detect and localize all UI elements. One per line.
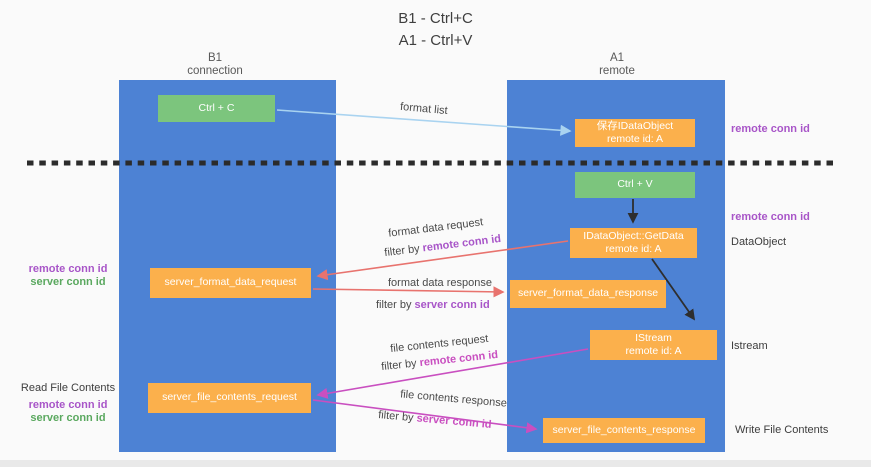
side-label-read-file-contents: Read File Contents — [20, 382, 116, 394]
label-format-list: format list — [399, 100, 449, 118]
side-label-dataobject: DataObject — [731, 236, 787, 248]
save-idataobject-line2: remote id: A — [606, 133, 664, 145]
box-ctrl-c: Ctrl + C — [158, 95, 275, 122]
left-conn-id-block-file: remote conn id server conn id — [22, 399, 114, 425]
arrow-format-data-response — [312, 286, 505, 298]
lane-b1-subtitle: connection — [187, 65, 243, 78]
box-server-format-data-request: server_format_data_request — [150, 268, 311, 298]
remote-conn-id-emphasis: remote conn id — [418, 348, 499, 370]
getdata-line2: remote id: A — [605, 243, 662, 255]
label-filter-server-conn-id-file: filter by server conn id — [378, 409, 492, 431]
box-save-idataobject: 保存IDataObject remote id: A — [575, 119, 695, 147]
label-format-data-response: format data response — [388, 277, 492, 289]
ctrl-c-label: Ctrl + C — [198, 101, 235, 114]
left-remote-conn-id-2: remote conn id — [28, 399, 108, 411]
filter-by-text: filter by — [376, 299, 415, 311]
diagram-title: B1 - Ctrl+C A1 - Ctrl+V — [0, 8, 871, 52]
side-label-remote-conn-id-mid: remote conn id — [731, 211, 810, 223]
title-line-2: A1 - Ctrl+V — [398, 31, 473, 49]
filter-by-text: filter by — [380, 357, 421, 374]
server-file-contents-request-label: server_file_contents_request — [162, 391, 297, 404]
ctrl-v-label: Ctrl + V — [617, 178, 653, 191]
filter-by-text: filter by — [383, 242, 424, 260]
lane-header-b1: B1 connection — [155, 52, 275, 78]
left-server-conn-id-1: server conn id — [30, 276, 106, 289]
title-line-1: B1 - Ctrl+C — [398, 10, 473, 27]
label-filter-server-conn-id-format: filter by server conn id — [376, 299, 490, 311]
box-server-format-data-response: server_format_data_response — [510, 280, 666, 308]
getdata-line1: IDataObject::GetData — [583, 229, 684, 242]
istream-line1: IStream — [635, 331, 672, 344]
lane-a1-subtitle: remote — [599, 65, 635, 78]
box-server-file-contents-request: server_file_contents_request — [148, 383, 311, 413]
istream-line2: remote id: A — [625, 345, 682, 357]
label-file-contents-response: file contents response — [399, 388, 508, 410]
lane-header-a1: A1 remote — [557, 52, 677, 78]
side-label-istream: Istream — [731, 340, 768, 352]
box-ctrl-v: Ctrl + V — [575, 172, 695, 198]
left-conn-id-block-format: remote conn id server conn id — [22, 263, 114, 289]
save-idataobject-line1: 保存IDataObject — [596, 119, 674, 132]
left-server-conn-id-2: server conn id — [30, 412, 106, 425]
server-conn-id-emphasis: server conn id — [414, 299, 490, 311]
box-idataobject-getdata: IDataObject::GetData remote id: A — [570, 228, 697, 258]
server-format-data-request-label: server_format_data_request — [164, 276, 297, 289]
lane-a1-title: A1 — [609, 52, 625, 64]
box-istream: IStream remote id: A — [590, 330, 717, 360]
side-label-remote-conn-id-top: remote conn id — [731, 123, 810, 135]
bottom-strip — [0, 460, 871, 467]
server-file-contents-response-label: server_file_contents_response — [552, 423, 696, 436]
left-remote-conn-id-1: remote conn id — [28, 263, 108, 275]
lane-b1-title: B1 — [207, 52, 223, 64]
side-label-write-file-contents: Write File Contents — [735, 424, 829, 436]
server-format-data-response-label: server_format_data_response — [517, 287, 659, 300]
server-conn-id-emphasis: server conn id — [416, 412, 493, 431]
remote-conn-id-emphasis: remote conn id — [421, 232, 502, 255]
filter-by-text: filter by — [377, 409, 418, 425]
box-server-file-contents-response: server_file_contents_response — [543, 418, 705, 443]
